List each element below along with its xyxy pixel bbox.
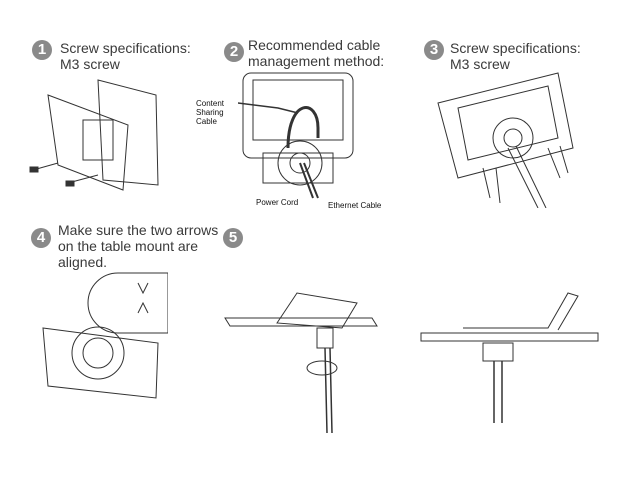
step-5-badge: 5 bbox=[223, 228, 243, 248]
step-5-illustration-b bbox=[420, 292, 599, 423]
step-1-badge: 1 bbox=[32, 40, 52, 60]
step-1-caption: Screw specifications: M3 screw bbox=[60, 40, 191, 72]
content-sharing-cable-label: Content Sharing Cable bbox=[196, 99, 225, 126]
step-3-caption: Screw specifications: M3 screw bbox=[450, 40, 581, 72]
step-4-badge: 4 bbox=[31, 228, 51, 248]
step-5-illustration-a bbox=[224, 292, 378, 434]
step-3-illustration bbox=[437, 72, 574, 208]
step-2-badge: 2 bbox=[224, 42, 244, 62]
step-2-caption: Recommended cable management method: bbox=[248, 37, 385, 69]
step-1-illustration bbox=[29, 79, 159, 191]
ethernet-cable-label: Ethernet Cable bbox=[328, 201, 382, 210]
step-2-illustration bbox=[238, 72, 354, 199]
step-4-illustration bbox=[42, 272, 168, 399]
power-cord-label: Power Cord bbox=[256, 198, 299, 207]
step-3-badge: 3 bbox=[424, 40, 444, 60]
step-4-caption: Make sure the two arrows on the table mo… bbox=[58, 222, 219, 270]
